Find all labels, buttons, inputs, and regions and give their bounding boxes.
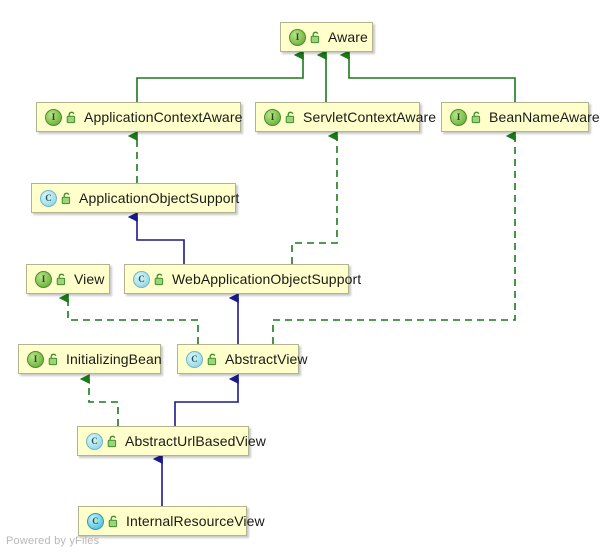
node-label: Aware [328,29,368,45]
public-lock-icon [471,111,482,124]
interface-icon: I [450,108,467,126]
node-glyphs: I [45,108,77,126]
node-glyphs: I [450,108,482,126]
node-glyphs: C [40,189,72,207]
public-lock-icon [48,353,59,366]
class-node-initializingbean[interactable]: I InitializingBean [18,344,162,374]
yfiles-watermark: Powered by yFiles [6,535,100,547]
class-node-abstracturlbased[interactable]: C AbstractUrlBasedView [77,426,266,456]
public-lock-icon [285,111,296,124]
edge-beannameaware-to-aware [339,50,516,102]
node-glyphs: C [133,270,165,288]
class-icon: C [40,189,57,207]
edge-abstractview-to-beannameaware [272,131,516,344]
node-label: ApplicationObjectSupport [79,190,240,206]
interface-icon: I [289,28,306,46]
interface-icon: I [35,270,52,288]
class-node-appobjsupport[interactable]: C ApplicationObjectSupport [31,183,240,213]
class-node-abstractview[interactable]: C AbstractView [177,344,308,374]
class-node-appctxaware[interactable]: I ApplicationContextAware [36,102,243,132]
node-label: AbstractView [225,351,308,367]
node-glyphs: C [87,512,119,530]
class-icon: C [87,512,104,530]
class-node-view[interactable]: I View [26,264,110,294]
class-node-aware[interactable]: I Aware [280,22,373,52]
node-glyphs: C [86,432,118,450]
class-icon: C [186,350,203,368]
edge-abstracturlbased-to-initializingbean [79,374,119,426]
edge-webappobjsupport-to-servletctxaware [291,131,338,264]
node-glyphs: I [289,28,321,46]
public-lock-icon [310,31,321,44]
public-lock-icon [61,192,72,205]
class-node-beannameaware[interactable]: I BeanNameAware [441,102,600,132]
interface-icon: I [264,108,281,126]
node-glyphs: I [27,350,59,368]
node-label: InitializingBean [66,351,162,367]
node-label: ApplicationContextAware [84,109,243,125]
node-label: AbstractUrlBasedView [125,433,267,449]
public-lock-icon [108,515,119,528]
node-glyphs: I [35,270,67,288]
node-label: BeanNameAware [489,109,600,125]
public-lock-icon [154,273,165,286]
edge-appctxaware-to-aware [136,50,304,102]
node-label: View [74,271,105,287]
class-icon: C [86,432,103,450]
class-node-internalresource[interactable]: C InternalResourceView [78,506,265,536]
class-node-servletctxaware[interactable]: I ServletContextAware [255,102,436,132]
public-lock-icon [107,435,118,448]
node-glyphs: I [264,108,296,126]
node-label: WebApplicationObjectSupport [172,271,362,287]
class-node-webappobjsupport[interactable]: C WebApplicationObjectSupport [124,264,361,294]
interface-icon: I [45,108,62,126]
public-lock-icon [207,353,218,366]
edge-abstractview-to-view [58,293,199,344]
interface-icon: I [27,350,44,368]
edge-webappobjsupport-to-appobjsupport [127,212,185,264]
node-label: InternalResourceView [126,513,265,529]
class-icon: C [133,270,150,288]
node-glyphs: C [186,350,218,368]
edge-abstracturlbased-to-abstractview [174,374,239,426]
public-lock-icon [66,111,77,124]
public-lock-icon [56,273,67,286]
node-label: ServletContextAware [303,109,437,125]
